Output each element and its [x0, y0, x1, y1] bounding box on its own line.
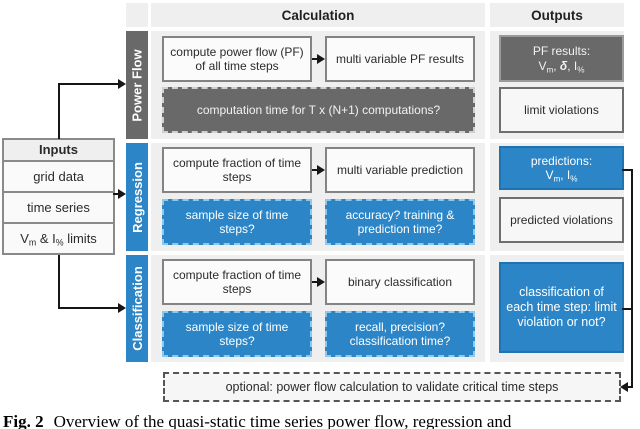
classification-label: Classification [129, 266, 145, 351]
pf-output-results-box: PF results: Vm, δ, I% [499, 35, 624, 82]
time-series-label: time series [27, 199, 90, 215]
pf-question-box: computation time for T x (N+1) computati… [162, 87, 475, 133]
cls-step1-label: compute fraction of time steps [172, 267, 302, 296]
cls-step1-box: compute fraction of time steps [162, 259, 312, 305]
connector-classification-right [622, 308, 633, 310]
pf-results-symbols: Vm, δ, I% [538, 58, 585, 74]
figure-caption-number: Fig. 2 [3, 412, 44, 429]
inputs-time-series-box: time series [2, 191, 115, 224]
row-label-classification: Classification [126, 255, 148, 362]
calculation-header-label: Calculation [281, 7, 355, 23]
arrow-into-classification-icon [118, 303, 126, 313]
cls-step2-box: binary classification [325, 259, 475, 305]
row-label-power-flow: Power Flow [126, 31, 148, 139]
arrow-into-power-flow-icon [118, 79, 126, 89]
cls-question1-box: sample size of time steps? [162, 311, 312, 357]
connector-inputs-down-vertical [58, 255, 60, 309]
pf-output-violations-box: limit violations [499, 87, 624, 133]
cls-question2-box: recall, precision? classification time? [325, 311, 475, 357]
pf-question-label: computation time for T x (N+1) computati… [196, 102, 441, 117]
pf-step-arrow-icon [317, 54, 325, 64]
reg-step1-label: compute fraction of time steps [172, 155, 302, 184]
optional-validation-label: optional: power flow calculation to vali… [225, 380, 559, 394]
reg-step1-box: compute fraction of time steps [162, 147, 312, 193]
connector-inputs-classification-horizontal [58, 307, 118, 309]
reg-output-predictions-box: predictions: Vm, I% [499, 146, 624, 190]
inputs-title: Inputs [39, 142, 78, 158]
column-header-calculation: Calculation [151, 3, 485, 27]
cls-step-connector [312, 281, 318, 283]
limit-violations-label: limit violations [524, 102, 599, 117]
reg-question1-box: sample size of time steps? [162, 199, 312, 245]
reg-question1-label: sample size of time steps? [185, 207, 289, 236]
arrow-into-optional-icon [620, 382, 628, 392]
reg-step2-label: multi variable prediction [336, 162, 464, 177]
reg-step-connector [312, 169, 318, 171]
connector-predictions-right [622, 169, 633, 171]
optional-validation-box: optional: power flow calculation to vali… [163, 372, 621, 402]
figure-caption-text: Overview of the quasi-static time series… [53, 412, 512, 429]
connector-right-vertical [631, 169, 633, 388]
predictions-text: predictions: Vm, I% [530, 153, 593, 184]
connector-optional-horizontal [628, 386, 633, 388]
cls-step-arrow-icon [317, 277, 325, 287]
outputs-header-label: Outputs [531, 7, 583, 23]
connector-inputs-powerflow-horizontal [58, 83, 118, 85]
arrow-into-regression-icon [118, 189, 126, 199]
connector-inputs-regression-horizontal [113, 193, 118, 195]
cls-step2-label: binary classification [347, 274, 453, 289]
pf-step2-label: multi variable PF results [335, 51, 465, 66]
figure-caption: Fig. 2 Overview of the quasi-static time … [3, 412, 511, 429]
inputs-grid-data-box: grid data [2, 160, 115, 193]
power-flow-label: Power Flow [129, 48, 145, 122]
column-header-outputs: Outputs [490, 3, 624, 27]
pf-step1-label: compute power flow (PF) of all time step… [170, 44, 304, 73]
pf-results-title: PF results: [532, 44, 591, 59]
cls-question2-label: recall, precision? classification time? [349, 319, 451, 348]
reg-step-arrow-icon [317, 165, 325, 175]
inputs-limits-box: Vm & I% limits [2, 222, 115, 255]
cls-question1-label: sample size of time steps? [185, 319, 289, 348]
row-label-regression: Regression [126, 143, 148, 251]
connector-inputs-up-vertical [58, 83, 60, 139]
predictions-title: predictions: [530, 153, 593, 168]
pf-step1-box: compute power flow (PF) of all time step… [162, 36, 312, 82]
cls-output-box: classification of each time step: limit … [499, 262, 624, 353]
limits-label: Vm & I% limits [20, 230, 97, 248]
header-corner [126, 3, 148, 27]
predicted-violations-label: predicted violations [510, 212, 613, 227]
regression-label: Regression [129, 161, 145, 233]
reg-question2-label: accuracy? training & prediction time? [345, 207, 455, 236]
pf-step2-box: multi variable PF results [325, 36, 475, 82]
reg-output-violations-box: predicted violations [499, 197, 624, 243]
grid-data-label: grid data [33, 168, 84, 184]
pf-results-text: PF results: Vm, δ, I% [532, 44, 591, 74]
cls-output-label: classification of each time step: limit … [506, 285, 617, 329]
reg-step2-box: multi variable prediction [325, 147, 475, 193]
pf-step-connector [312, 58, 318, 60]
predictions-symbols: Vm, I% [545, 168, 578, 184]
inputs-title-box: Inputs [2, 138, 115, 162]
reg-question2-box: accuracy? training & prediction time? [325, 199, 475, 245]
